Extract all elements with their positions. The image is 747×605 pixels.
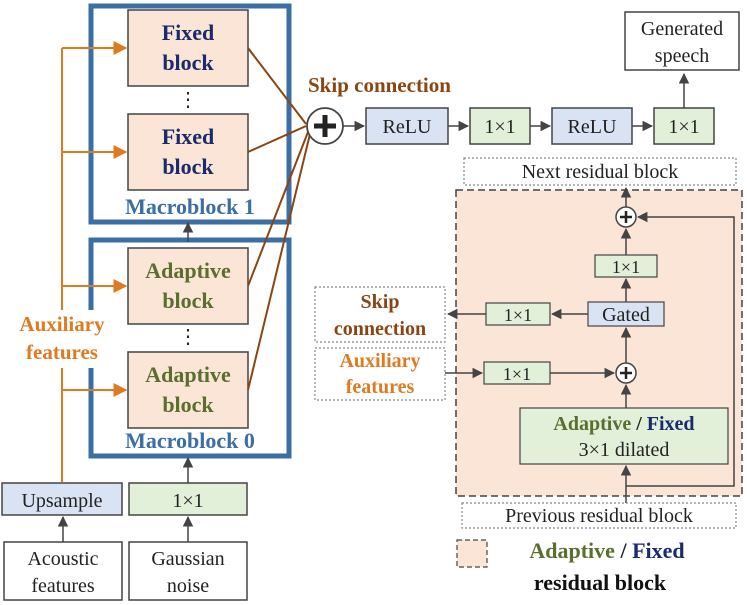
next-residual-block: Next residual block xyxy=(463,157,737,186)
macroblock-0-label: Macroblock 0 xyxy=(125,428,255,453)
sum-node-residual-mid xyxy=(615,362,637,384)
sum-node-main xyxy=(306,107,344,145)
conv-2-box: 1×1 xyxy=(653,107,715,145)
acoustic-line1: Acoustic xyxy=(27,548,98,570)
legend-line1: Adaptive / Fixed xyxy=(529,538,684,563)
adaptive-block-2: Adaptive block xyxy=(127,351,249,429)
macroblock-1-label: Macroblock 1 xyxy=(125,194,255,219)
adaptive-block-1: Adaptive block xyxy=(127,247,249,325)
relu-1-label: ReLU xyxy=(383,116,432,138)
gated-label: Gated xyxy=(602,304,650,326)
conv-2-label: 1×1 xyxy=(668,116,699,138)
legend-adaptive: Adaptive xyxy=(529,538,615,563)
adaptive-block-2-line2: block xyxy=(162,392,214,417)
auxiliary-side: Auxiliary features xyxy=(314,347,446,401)
conv-1-label: 1×1 xyxy=(484,116,515,138)
skip-side-line2: connection xyxy=(334,318,426,340)
aux-side-line2: features xyxy=(346,376,415,398)
next-residual-label: Next residual block xyxy=(522,161,679,183)
dilated-slash: / xyxy=(631,413,647,435)
dilated-conv-box: Adaptive / Fixed 3×1 dilated xyxy=(519,407,729,465)
skip-connection-label: Skip connection xyxy=(308,73,451,97)
adaptive-block-1-line2: block xyxy=(162,288,214,313)
dilated-caption: 3×1 dilated xyxy=(579,439,670,461)
gaussian-line2: noise xyxy=(167,575,209,597)
adaptive-block-1-line1: Adaptive xyxy=(145,258,231,283)
acoustic-line2: features xyxy=(31,575,95,597)
upsample-label: Upsample xyxy=(21,490,102,512)
fixed-block-2: Fixed block xyxy=(127,113,249,191)
previous-residual-block: Previous residual block xyxy=(461,502,737,529)
residual-conv-top-label: 1×1 xyxy=(612,257,640,277)
conv-1-box: 1×1 xyxy=(469,107,531,145)
fixed-block-1-line2: block xyxy=(162,50,214,75)
relu-2-box: ReLU xyxy=(551,107,633,145)
skip-conv-box: 1×1 xyxy=(485,302,551,326)
sum-node-residual-top xyxy=(615,206,637,228)
legend-swatch xyxy=(456,539,488,568)
auxiliary-label-line1: Auxiliary xyxy=(19,312,105,336)
ellipsis-adaptive: ⋮ xyxy=(178,326,198,348)
legend-fixed: Fixed xyxy=(632,538,685,563)
generated-line1: Generated xyxy=(641,18,723,40)
legend-slash: / xyxy=(615,538,632,563)
auxiliary-label-line2: features xyxy=(26,340,98,364)
input-conv-box: 1×1 xyxy=(128,482,248,516)
aux-conv-label: 1×1 xyxy=(503,364,531,384)
relu-2-label: ReLU xyxy=(568,116,617,138)
previous-residual-label: Previous residual block xyxy=(505,505,693,527)
skip-lines xyxy=(247,47,311,391)
dilated-fixed: Fixed xyxy=(647,413,695,435)
relu-1-box: ReLU xyxy=(365,107,449,145)
aux-conv-box: 1×1 xyxy=(483,361,551,385)
fixed-block-1: Fixed block xyxy=(127,9,249,87)
skip-conv-label: 1×1 xyxy=(504,305,532,325)
gaussian-line1: Gaussian xyxy=(151,548,224,570)
input-conv-label: 1×1 xyxy=(172,490,203,512)
acoustic-features-box: Acoustic features xyxy=(3,541,123,601)
gated-box: Gated xyxy=(587,301,665,327)
fixed-block-1-line1: Fixed xyxy=(162,20,215,45)
residual-conv-top: 1×1 xyxy=(594,254,658,278)
ellipsis-fixed: ⋮ xyxy=(178,89,198,111)
fixed-block-2-line2: block xyxy=(162,154,214,179)
generated-speech-box: Generated speech xyxy=(624,11,740,71)
legend-residual: residual block xyxy=(534,570,667,595)
adaptive-block-2-line1: Adaptive xyxy=(145,362,231,387)
skip-connection-side: Skip connection xyxy=(314,286,446,343)
skip-side-line1: Skip xyxy=(361,291,400,313)
auxiliary-feature-lines xyxy=(61,41,128,482)
residual-bypass-line xyxy=(626,211,735,487)
dilated-title: Adaptive / Fixed xyxy=(553,413,694,435)
upsample-box: Upsample xyxy=(1,482,123,516)
dilated-adaptive: Adaptive xyxy=(553,413,631,435)
gaussian-noise-box: Gaussian noise xyxy=(128,541,248,601)
aux-side-line1: Auxiliary xyxy=(339,350,420,372)
generated-line2: speech xyxy=(655,45,709,67)
fixed-block-2-line1: Fixed xyxy=(162,124,215,149)
